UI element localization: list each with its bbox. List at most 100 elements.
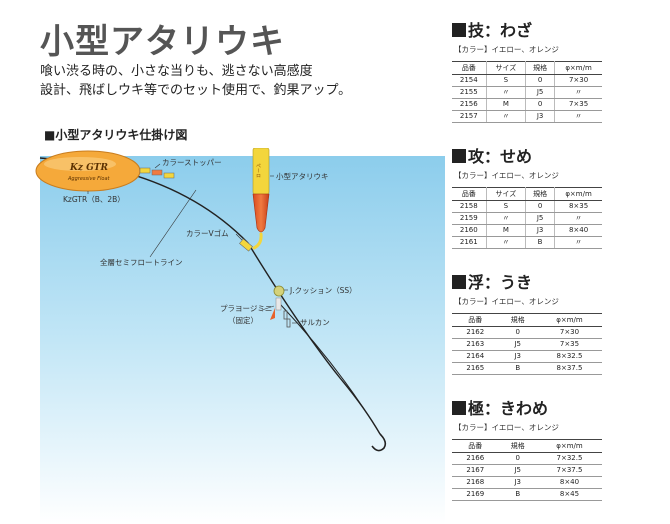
table-cell: 〃 [554, 110, 602, 123]
color-note: 【カラー】イエロー、オレンジ [454, 171, 559, 180]
table-cell: J3 [525, 110, 556, 123]
table-cell: 7×30 [554, 74, 602, 87]
table-cell: M [486, 224, 527, 237]
table-row: 2159〃J5〃 [452, 212, 602, 225]
plaroji-mini [275, 297, 282, 311]
table-header-cell: 品番 [452, 61, 487, 75]
table-cell: J3 [498, 350, 537, 363]
label-semi-float-line: 全層セミフロートライン [100, 257, 183, 267]
table-cell: J5 [525, 212, 556, 225]
table-header-cell: 規格 [525, 61, 556, 75]
color-note: 【カラー】イエロー、オレンジ [454, 297, 559, 306]
label-small-float: 小型アタリウキ [276, 172, 329, 181]
table-cell: 7×35 [536, 338, 602, 351]
square-bullet-icon [452, 275, 466, 289]
description: 喰い渋る時の、小さな当りも、逃さない高感度 設計、飛ばしウキ等でのセット使用で、… [40, 62, 351, 100]
table-cell: S [486, 200, 527, 213]
color-note: 【カラー】イエロー、オレンジ [454, 423, 559, 432]
table-header-cell: 品番 [452, 439, 499, 453]
table-cell: 2157 [452, 110, 487, 123]
table-cell: 2167 [452, 464, 499, 477]
table-cell: 〃 [486, 212, 527, 225]
kz-gtr-logo: Kz GTR [69, 163, 108, 173]
table-cell: 〃 [554, 86, 602, 99]
j-cushion [273, 285, 285, 297]
table-cell: 2154 [452, 74, 487, 87]
table-cell: S [486, 74, 527, 87]
table-cell: 〃 [486, 236, 527, 249]
table-cell: J5 [525, 86, 556, 99]
table-cell: 7×35 [554, 98, 602, 111]
square-bullet-icon [452, 149, 466, 163]
table-cell: 2165 [452, 362, 499, 375]
hook-icon [371, 433, 387, 452]
table-cell: J3 [525, 224, 556, 237]
color-v-rubber [239, 238, 253, 252]
table-cell: 8×37.5 [536, 362, 602, 375]
table-header-cell: 品番 [452, 313, 499, 327]
table-cell: 2156 [452, 98, 487, 111]
table-cell: 0 [525, 200, 556, 213]
leader-line [279, 303, 381, 435]
table-cell: 8×40 [536, 476, 602, 489]
table-cell: 0 [498, 326, 537, 339]
table-cell: 2169 [452, 488, 499, 501]
table-cell: 〃 [554, 236, 602, 249]
label-fixed: （固定） [228, 315, 258, 325]
table-cell: 2163 [452, 338, 499, 351]
table-cell: 8×32.5 [536, 350, 602, 363]
water-area [40, 156, 445, 524]
table-cell: 8×40 [554, 224, 602, 237]
table-cell: J5 [498, 338, 537, 351]
kz-gtr-float: Kz GTR Aggressive Float [35, 150, 141, 192]
table-cell: 2162 [452, 326, 499, 339]
label-j-cushion: J.クッション（SS） [289, 286, 357, 295]
table-cell: J3 [498, 476, 537, 489]
label-color-stopper: カラーストッパー [162, 158, 222, 167]
table-cell: 0 [525, 74, 556, 87]
table-cell: 2164 [452, 350, 499, 363]
product-title: 極：きわめ [468, 399, 549, 418]
product-title: 浮：うき [468, 273, 533, 292]
table-cell: 2161 [452, 236, 487, 249]
table-cell: 7×30 [536, 326, 602, 339]
table-cell: 2166 [452, 452, 499, 465]
float-tip-text: ペーロ [255, 163, 261, 178]
kz-gtr-logo-sub: Aggressive Float [67, 176, 111, 182]
table-header-cell: 規格 [498, 313, 537, 327]
rig-diagram: Kz GTR Aggressive Float ペーロ カラーストッパー KzG… [35, 148, 445, 524]
table-header-cell: φ×m/m [536, 439, 602, 453]
diagram-heading: ■小型アタリウキ仕掛け図 [44, 128, 188, 142]
table-cell: B [498, 362, 537, 375]
table-cell: B [498, 488, 537, 501]
small-atari-float: ペーロ [252, 148, 270, 250]
table-cell: B [525, 236, 556, 249]
product-title: 技：わざ [468, 21, 533, 40]
description-line-2: 設計、飛ばしウキ等でのセット使用で、釣果アップ。 [40, 83, 352, 98]
table-header-cell: φ×m/m [554, 187, 602, 201]
table-row: 2155〃J5〃 [452, 86, 602, 99]
plaroji-flag [270, 308, 275, 320]
table-cell: 7×37.5 [536, 464, 602, 477]
label-swivel: サルカン [300, 318, 330, 327]
table-header-cell: サイズ [486, 61, 527, 75]
swivel [283, 310, 291, 328]
table-header-cell: φ×m/m [536, 313, 602, 327]
